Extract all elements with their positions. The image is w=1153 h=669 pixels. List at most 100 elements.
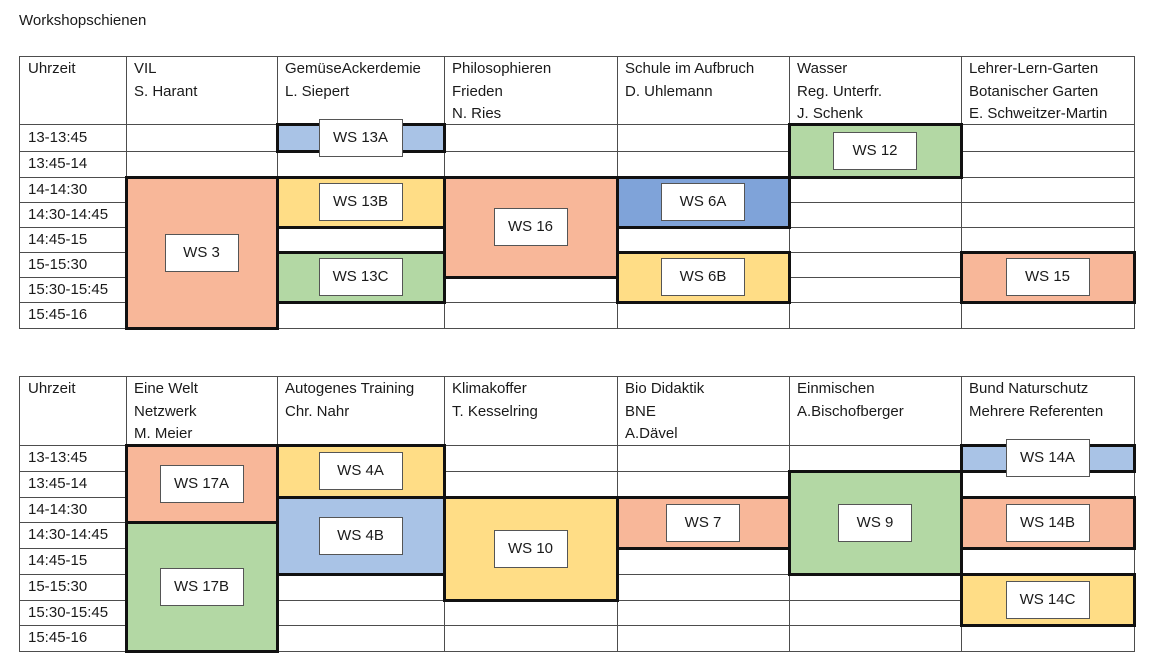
grid-cell bbox=[444, 151, 618, 178]
column-header: Schule im Aufbruch D. Uhlemann bbox=[617, 56, 790, 125]
time-cell: 14:30-14:45 bbox=[19, 522, 127, 549]
workshop-label[interactable]: WS 9 bbox=[838, 503, 912, 542]
grid-cell bbox=[961, 202, 1135, 228]
grid-cell bbox=[444, 124, 618, 152]
workshop-label[interactable]: WS 7 bbox=[666, 503, 740, 542]
workshop-label[interactable]: WS 12 bbox=[833, 131, 917, 170]
grid-cell bbox=[277, 600, 445, 626]
column-header-line: E. Schweitzer-Martin bbox=[969, 105, 1108, 122]
column-header-line: D. Uhlemann bbox=[625, 82, 713, 100]
header-label: Uhrzeit bbox=[28, 60, 76, 77]
grid-cell bbox=[961, 302, 1135, 329]
grid-cell bbox=[789, 177, 962, 203]
time-cell: 13-13:45 bbox=[19, 445, 127, 472]
grid-cell bbox=[444, 445, 618, 472]
grid-cell bbox=[617, 151, 790, 178]
column-header-line: Autogenes Training bbox=[285, 380, 415, 397]
column-header-line: Wasser bbox=[797, 60, 848, 77]
workshop-label[interactable]: WS 6B bbox=[661, 258, 745, 296]
grid-cell bbox=[126, 124, 278, 152]
time-cell: 15-15:30 bbox=[19, 574, 127, 601]
header-cell-uhrzeit: Uhrzeit bbox=[19, 376, 127, 446]
grid-cell bbox=[789, 277, 962, 303]
time-cell: 14:45-15 bbox=[19, 548, 127, 575]
time-cell: 13-13:45 bbox=[19, 124, 127, 152]
workshop-label[interactable]: WS 14B bbox=[1005, 503, 1090, 542]
column-header: VIL S. Harant bbox=[126, 56, 278, 125]
grid-cell bbox=[789, 574, 962, 601]
column-header: GemüseAckerdemie L. Siepert bbox=[277, 56, 445, 125]
column-header-line: Reg. Unterfr. bbox=[797, 82, 883, 100]
column-header-line: A.Dävel bbox=[625, 425, 678, 442]
workshop-label[interactable]: WS 16 bbox=[493, 208, 568, 246]
time-cell: 13:45-14 bbox=[19, 151, 127, 178]
time-cell: 15:30-15:45 bbox=[19, 600, 127, 626]
workshop-label[interactable]: WS 6A bbox=[661, 183, 745, 221]
workshop-label[interactable]: WS 4A bbox=[318, 452, 403, 490]
workshop-label[interactable]: WS 4B bbox=[318, 516, 403, 555]
workshop-label[interactable]: WS 17B bbox=[159, 567, 244, 606]
column-header-line: Schule im Aufbruch bbox=[625, 60, 755, 77]
time-cell: 13:45-14 bbox=[19, 471, 127, 498]
column-header-line: S. Harant bbox=[134, 82, 198, 100]
time-cell: 14-14:30 bbox=[19, 497, 127, 523]
grid-cell bbox=[617, 548, 790, 575]
grid-cell bbox=[961, 548, 1135, 575]
grid-cell bbox=[789, 445, 962, 472]
grid-cell bbox=[277, 574, 445, 601]
header-cell-uhrzeit: Uhrzeit bbox=[19, 56, 127, 125]
column-header-line: GemüseAckerdemie bbox=[285, 60, 421, 77]
column-header-line: Klimakoffer bbox=[452, 380, 527, 397]
grid-cell bbox=[617, 625, 790, 652]
workshop-label[interactable]: WS 17A bbox=[159, 464, 244, 503]
time-cell: 14-14:30 bbox=[19, 177, 127, 203]
grid-cell bbox=[789, 302, 962, 329]
workshop-label[interactable]: WS 13B bbox=[318, 183, 403, 221]
grid-cell bbox=[126, 151, 278, 178]
grid-cell bbox=[789, 202, 962, 228]
time-cell: 14:45-15 bbox=[19, 227, 127, 253]
column-header-line: L. Siepert bbox=[285, 82, 350, 100]
header-label: Uhrzeit bbox=[28, 380, 76, 397]
grid-cell bbox=[277, 625, 445, 652]
workshop-label[interactable]: WS 3 bbox=[164, 233, 239, 272]
column-header-line: Einmischen bbox=[797, 380, 875, 397]
column-header-line: VIL bbox=[134, 60, 157, 77]
grid-cell bbox=[617, 574, 790, 601]
column-header-line: BNE bbox=[625, 402, 656, 420]
column-header-line: Lehrer-Lern-Garten bbox=[969, 60, 1099, 77]
grid-cell bbox=[789, 252, 962, 278]
workshop-label[interactable]: WS 13A bbox=[318, 118, 403, 157]
column-header-line: Chr. Nahr bbox=[285, 402, 350, 420]
column-header-line: Botanischer Garten bbox=[969, 82, 1099, 100]
column-header-line: Frieden bbox=[452, 82, 503, 100]
grid-cell bbox=[617, 445, 790, 472]
grid-cell bbox=[277, 302, 445, 329]
column-header-line: A.Bischofberger bbox=[797, 402, 904, 420]
workshop-label[interactable]: WS 10 bbox=[493, 529, 568, 568]
grid-cell bbox=[961, 177, 1135, 203]
grid-cell bbox=[617, 471, 790, 498]
grid-cell bbox=[961, 151, 1135, 178]
workshop-label[interactable]: WS 15 bbox=[1005, 258, 1090, 296]
time-cell: 14:30-14:45 bbox=[19, 202, 127, 228]
column-header-line: Eine Welt bbox=[134, 380, 198, 397]
grid-cell bbox=[444, 277, 618, 303]
workshop-label[interactable]: WS 13C bbox=[318, 258, 403, 296]
column-header-line: M. Meier bbox=[134, 425, 193, 442]
time-cell: 15:45-16 bbox=[19, 625, 127, 652]
workshop-label[interactable]: WS 14A bbox=[1005, 439, 1090, 477]
column-header-line: Netzwerk bbox=[134, 402, 197, 420]
column-header-line: N. Ries bbox=[452, 105, 502, 122]
time-cell: 15:30-15:45 bbox=[19, 277, 127, 303]
workshop-block[interactable] bbox=[276, 226, 446, 254]
workshop-label[interactable]: WS 14C bbox=[1005, 580, 1090, 619]
